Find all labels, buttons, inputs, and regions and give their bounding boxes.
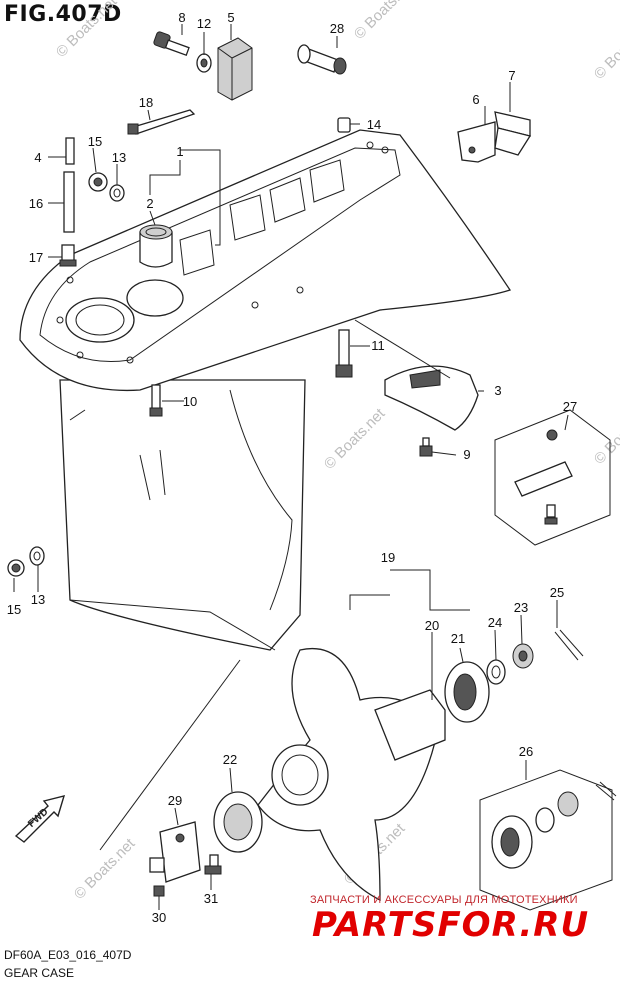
part-22-spacer <box>213 791 263 853</box>
part-14-pin <box>337 117 351 133</box>
callout-15-lower: 15 <box>7 602 21 617</box>
part-10-bolt <box>149 384 163 417</box>
callout-2: 2 <box>146 196 153 211</box>
part-15-plug <box>88 172 108 192</box>
callout-19: 19 <box>381 550 395 565</box>
part-4-pin <box>65 137 75 165</box>
watermark: © Boats.net <box>591 400 620 468</box>
callout-27: 27 <box>563 399 577 414</box>
gear-case-housing <box>19 129 512 651</box>
watermark: © Boats.net <box>591 15 620 83</box>
part-3-trim-tab <box>384 365 479 431</box>
brand-logo: PARTSFOR.RU <box>312 905 589 945</box>
callout-14: 14 <box>367 117 381 132</box>
callout-1: 1 <box>176 144 183 159</box>
callout-10: 10 <box>183 394 197 409</box>
callout-5: 5 <box>227 10 234 25</box>
callout-4: 4 <box>34 150 41 165</box>
callout-13: 13 <box>112 150 126 165</box>
part-30-screw <box>153 885 165 897</box>
part-13-gasket-lower <box>29 546 45 566</box>
callout-labels: 1 2 3 4 5 6 7 8 9 10 11 12 13 14 15 16 1… <box>7 10 577 925</box>
part-5-anode <box>217 37 253 101</box>
callout-24: 24 <box>488 615 502 630</box>
callout-3: 3 <box>494 383 501 398</box>
figure-caption: GEAR CASE <box>4 966 75 980</box>
part-25-cotter-pin <box>554 629 584 661</box>
callout-26: 26 <box>519 744 533 759</box>
callout-25: 25 <box>550 585 564 600</box>
part-16-tube <box>63 171 75 233</box>
part-21-thrust-washer <box>444 661 490 723</box>
part-27-anode-kit <box>494 409 611 546</box>
part-8-bolt <box>153 31 190 57</box>
part-6-bracket <box>457 121 496 163</box>
part-11-bolt <box>335 329 353 378</box>
model-code: DF60A_E03_016_407D <box>4 948 132 962</box>
fwd-arrow: FWD <box>14 795 66 843</box>
part-24-washer <box>486 659 506 685</box>
brand-tagline: ЗАПЧАСТИ И АКСЕССУАРЫ ДЛЯ МОТОТЕХНИКИ <box>310 894 578 906</box>
callout-22: 22 <box>223 752 237 767</box>
callout-28: 28 <box>330 21 344 36</box>
callout-7: 7 <box>508 68 515 83</box>
part-13-gasket <box>109 184 125 202</box>
callout-16: 16 <box>29 196 43 211</box>
callout-13-lower: 13 <box>31 592 45 607</box>
callout-20: 20 <box>425 618 439 633</box>
part-26-prop-nut-kit <box>479 769 617 911</box>
callout-12: 12 <box>197 16 211 31</box>
part-15-plug-lower <box>7 559 25 577</box>
watermark: © Boats.net <box>53 0 121 61</box>
figure-title: FIG.407D <box>4 2 122 27</box>
part-23-nut <box>512 643 534 669</box>
part-29-fitting <box>149 821 201 883</box>
callout-18: 18 <box>139 95 153 110</box>
part-31-bolt <box>204 854 222 875</box>
callout-29: 29 <box>168 793 182 808</box>
callout-6: 6 <box>472 92 479 107</box>
callout-17: 17 <box>29 250 43 265</box>
propeller <box>257 648 446 902</box>
part-9-bolt <box>419 437 433 457</box>
part-18-cable-tie <box>127 109 196 135</box>
watermark: © Boats.net <box>321 405 389 473</box>
callout-9: 9 <box>463 447 470 462</box>
callout-30: 30 <box>152 910 166 925</box>
part-17-plug <box>59 244 77 267</box>
part-12-washer <box>196 53 212 73</box>
branding: ЗАПЧАСТИ И АКСЕССУАРЫ ДЛЯ МОТОТЕХНИКИ PA… <box>310 894 589 945</box>
watermark: © Boats.net <box>351 0 419 43</box>
callout-21: 21 <box>451 631 465 646</box>
callout-15: 15 <box>88 134 102 149</box>
callout-31: 31 <box>204 891 218 906</box>
part-7-plate <box>494 111 532 156</box>
callout-23: 23 <box>514 600 528 615</box>
callout-8: 8 <box>178 10 185 25</box>
leader-lines <box>13 24 569 910</box>
part-28-grommet <box>297 44 347 75</box>
callout-11: 11 <box>371 338 385 353</box>
watermark: © Boats.net <box>71 835 139 903</box>
